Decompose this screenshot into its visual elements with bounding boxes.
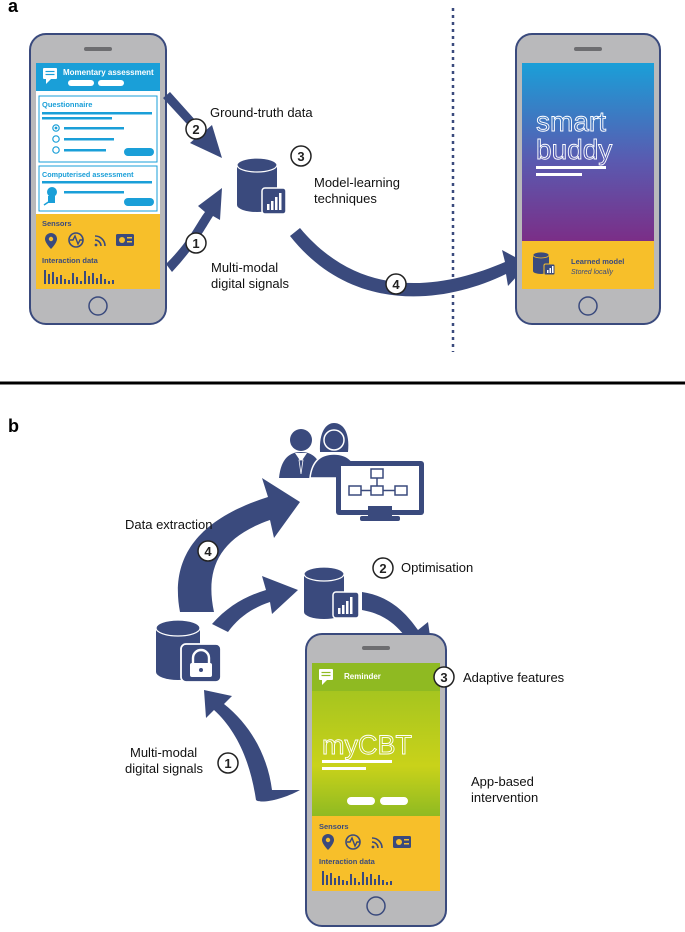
arrow-to-optimisation (212, 576, 298, 632)
chat-icon-b (319, 669, 333, 685)
step-3-b: 3 (433, 666, 455, 688)
arrow-multimodal-a (166, 188, 222, 272)
interaction-label: Interaction data (42, 256, 99, 265)
home-button-right (578, 296, 598, 316)
step-3-a: 3 (290, 145, 312, 167)
wifi-signal-icon-b (371, 837, 383, 849)
label-multimodal-b-2: digital signals (125, 761, 204, 776)
head-profile-icon (43, 187, 57, 206)
radio-icon-b (393, 836, 411, 848)
small-database-icon (532, 251, 556, 276)
wifi-signal-icon (94, 235, 106, 247)
phone-b: Reminder myCBT Sensors Interaction data (305, 633, 447, 927)
reminder-header (312, 663, 440, 691)
step-2-a: 2 (185, 118, 207, 140)
home-button (88, 296, 108, 316)
label-app-based-2: intervention (471, 790, 538, 805)
panel-a-letter: a (8, 0, 19, 16)
svg-text:3: 3 (440, 670, 447, 685)
brand-buddy: buddy (536, 134, 612, 165)
momentary-title: Momentary assessment (63, 68, 154, 77)
sensors-panel (36, 214, 160, 289)
learned-model-label: Learned model (571, 257, 624, 266)
stored-locally-label: Stored locally (571, 269, 614, 276)
location-pin-icon-b (322, 834, 334, 850)
phone-left: Momentary assessment Questionnaire Compu… (29, 33, 167, 325)
users-icon (279, 423, 359, 479)
computerised-title: Computerised assessment (42, 170, 134, 179)
radio-icon (116, 234, 134, 246)
arrow-to-learned-model (290, 228, 528, 297)
sensors-panel-b (312, 816, 440, 891)
monitor-flowchart-icon (336, 461, 424, 521)
svg-text:1: 1 (192, 236, 199, 251)
reminder-label: Reminder (344, 672, 381, 681)
step-4-b: 4 (197, 540, 219, 562)
interaction-label-b: Interaction data (319, 857, 376, 866)
activity-icon (68, 232, 84, 248)
label-app-based-1: App-based (471, 774, 534, 789)
svg-text:1: 1 (224, 756, 231, 771)
home-button-b (366, 896, 386, 916)
svg-text:4: 4 (392, 277, 400, 292)
sensors-label: Sensors (42, 219, 72, 228)
interaction-bars-icon (44, 270, 114, 284)
interaction-bars-icon-b (322, 871, 392, 885)
optimisation-database-icon (303, 566, 360, 619)
label-data-extraction: Data extraction (125, 517, 212, 532)
database-chart-icon (236, 157, 287, 215)
label-adaptive: Adaptive features (463, 670, 565, 685)
location-pin-icon (45, 233, 57, 249)
label-multimodal-a-2: digital signals (211, 276, 290, 291)
arrow-data-extraction (177, 478, 300, 612)
panel-b-letter: b (8, 416, 19, 436)
brand-mycbt: myCBT (322, 730, 412, 760)
sensors-label-b: Sensors (319, 822, 349, 831)
phone-right: smart buddy Learned model Stored locally (515, 33, 661, 325)
step-1-b: 1 (217, 752, 239, 774)
svg-text:2: 2 (192, 122, 199, 137)
label-optimisation: Optimisation (401, 560, 473, 575)
step-4-a: 4 (385, 273, 407, 295)
step-2-b: 2 (372, 557, 394, 579)
secure-database-icon (155, 619, 222, 683)
chat-icon (43, 68, 57, 84)
step-1-a: 1 (185, 232, 207, 254)
svg-text:4: 4 (204, 544, 212, 559)
label-ground-truth: Ground-truth data (210, 105, 313, 120)
svg-text:3: 3 (297, 149, 304, 164)
label-multimodal-a-1: Multi-modal (211, 260, 278, 275)
svg-text:2: 2 (379, 561, 386, 576)
questionnaire-title: Questionnaire (42, 100, 92, 109)
activity-icon-b (345, 834, 361, 850)
brand-smart: smart (536, 106, 606, 137)
label-model-learning-2: techniques (314, 191, 377, 206)
arrow-multimodal-b (204, 690, 300, 802)
label-model-learning-1: Model-learning (314, 175, 400, 190)
label-multimodal-b-1: Multi-modal (130, 745, 197, 760)
